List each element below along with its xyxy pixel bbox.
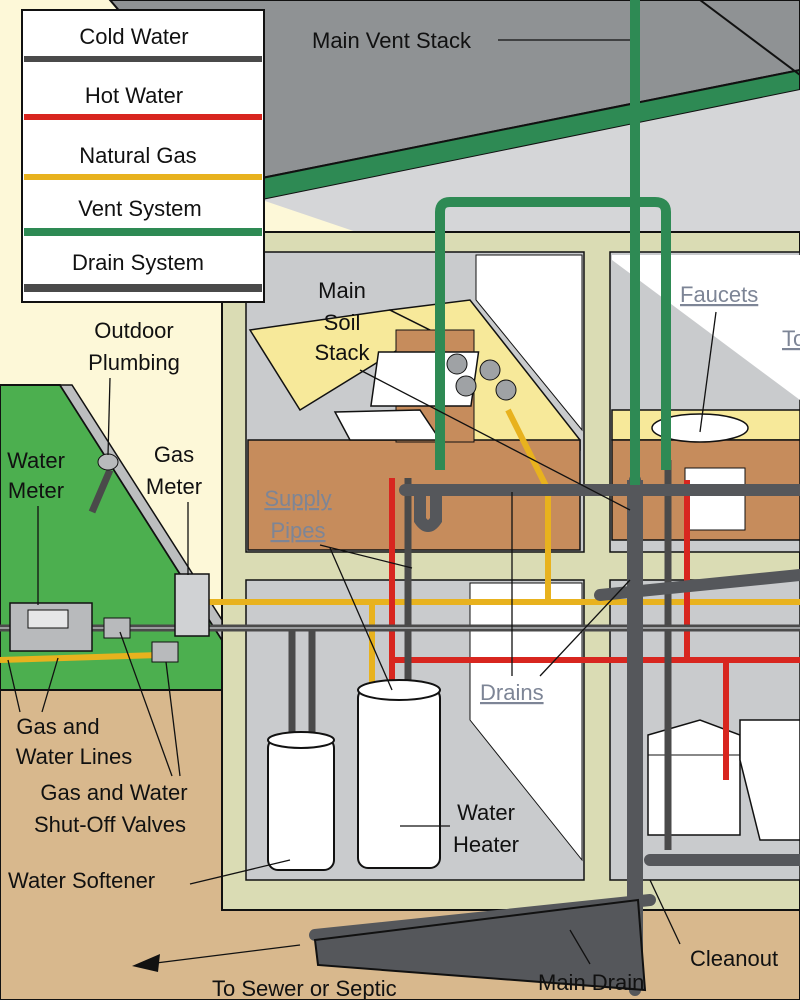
label-gas-water-lines-2: Water Lines — [16, 744, 133, 769]
legend: Cold Water Hot Water Natural Gas Vent Sy… — [21, 9, 265, 303]
label-water-heater-1: Water — [457, 800, 515, 825]
water-heater-tank — [357, 687, 441, 869]
label-main-soil-stack-2: Soil — [324, 310, 361, 335]
label-gas-water-lines-1: Gas and — [16, 714, 99, 739]
meters — [9, 453, 210, 663]
label-toilet-partial[interactable]: To — [782, 326, 800, 351]
legend-label-natural-gas: Natural Gas — [79, 143, 196, 168]
outdoor-spigot — [97, 453, 119, 471]
legend-swatch-drain-system — [24, 284, 262, 292]
gas-meter — [174, 573, 210, 637]
label-main-drain: Main Drain — [538, 970, 644, 995]
vent-pipe — [435, 0, 671, 485]
label-water-softener: Water Softener — [8, 868, 155, 893]
legend-swatch-hot-water — [24, 114, 262, 120]
label-faucets[interactable]: Faucets — [680, 282, 758, 307]
water-softener-tank — [267, 737, 335, 871]
label-to-sewer: To Sewer or Septic — [212, 976, 397, 1000]
legend-swatch-cold-water — [24, 56, 262, 62]
label-drains[interactable]: Drains — [480, 680, 544, 705]
label-water-heater-2: Heater — [453, 832, 519, 857]
labels: Main Vent Stack Main Soil Stack Faucets … — [7, 28, 800, 1000]
hot-water-pipe — [389, 478, 800, 780]
label-water-meter-1: Water — [7, 448, 65, 473]
legend-swatch-vent-system — [24, 228, 262, 236]
label-main-soil-stack-1: Main — [318, 278, 366, 303]
arrow-to-sewer — [132, 954, 160, 972]
label-cleanout: Cleanout — [690, 946, 778, 971]
label-supply-pipes-1[interactable]: Supply — [264, 486, 331, 511]
label-shutoff-valves-2: Shut-Off Valves — [34, 812, 186, 837]
label-gas-meter-2: Meter — [146, 474, 202, 499]
label-shutoff-valves-1: Gas and Water — [40, 780, 187, 805]
legend-label-cold-water: Cold Water — [79, 24, 188, 49]
label-main-vent-stack: Main Vent Stack — [312, 28, 472, 53]
label-main-soil-stack-3: Stack — [314, 340, 370, 365]
legend-label-drain-system: Drain System — [72, 250, 204, 275]
legend-label-vent-system: Vent System — [78, 196, 202, 221]
label-gas-meter-1: Gas — [154, 442, 194, 467]
shutoff-valve-1 — [103, 617, 131, 639]
tanks — [267, 679, 441, 871]
label-supply-pipes-2[interactable]: Pipes — [270, 518, 325, 543]
legend-label-hot-water: Hot Water — [85, 83, 183, 108]
shutoff-valve-2 — [151, 641, 179, 663]
legend-swatch-natural-gas — [24, 174, 262, 180]
label-outdoor-plumbing-2: Plumbing — [88, 350, 180, 375]
label-water-meter-2: Meter — [8, 478, 64, 503]
label-outdoor-plumbing-1: Outdoor — [94, 318, 174, 343]
